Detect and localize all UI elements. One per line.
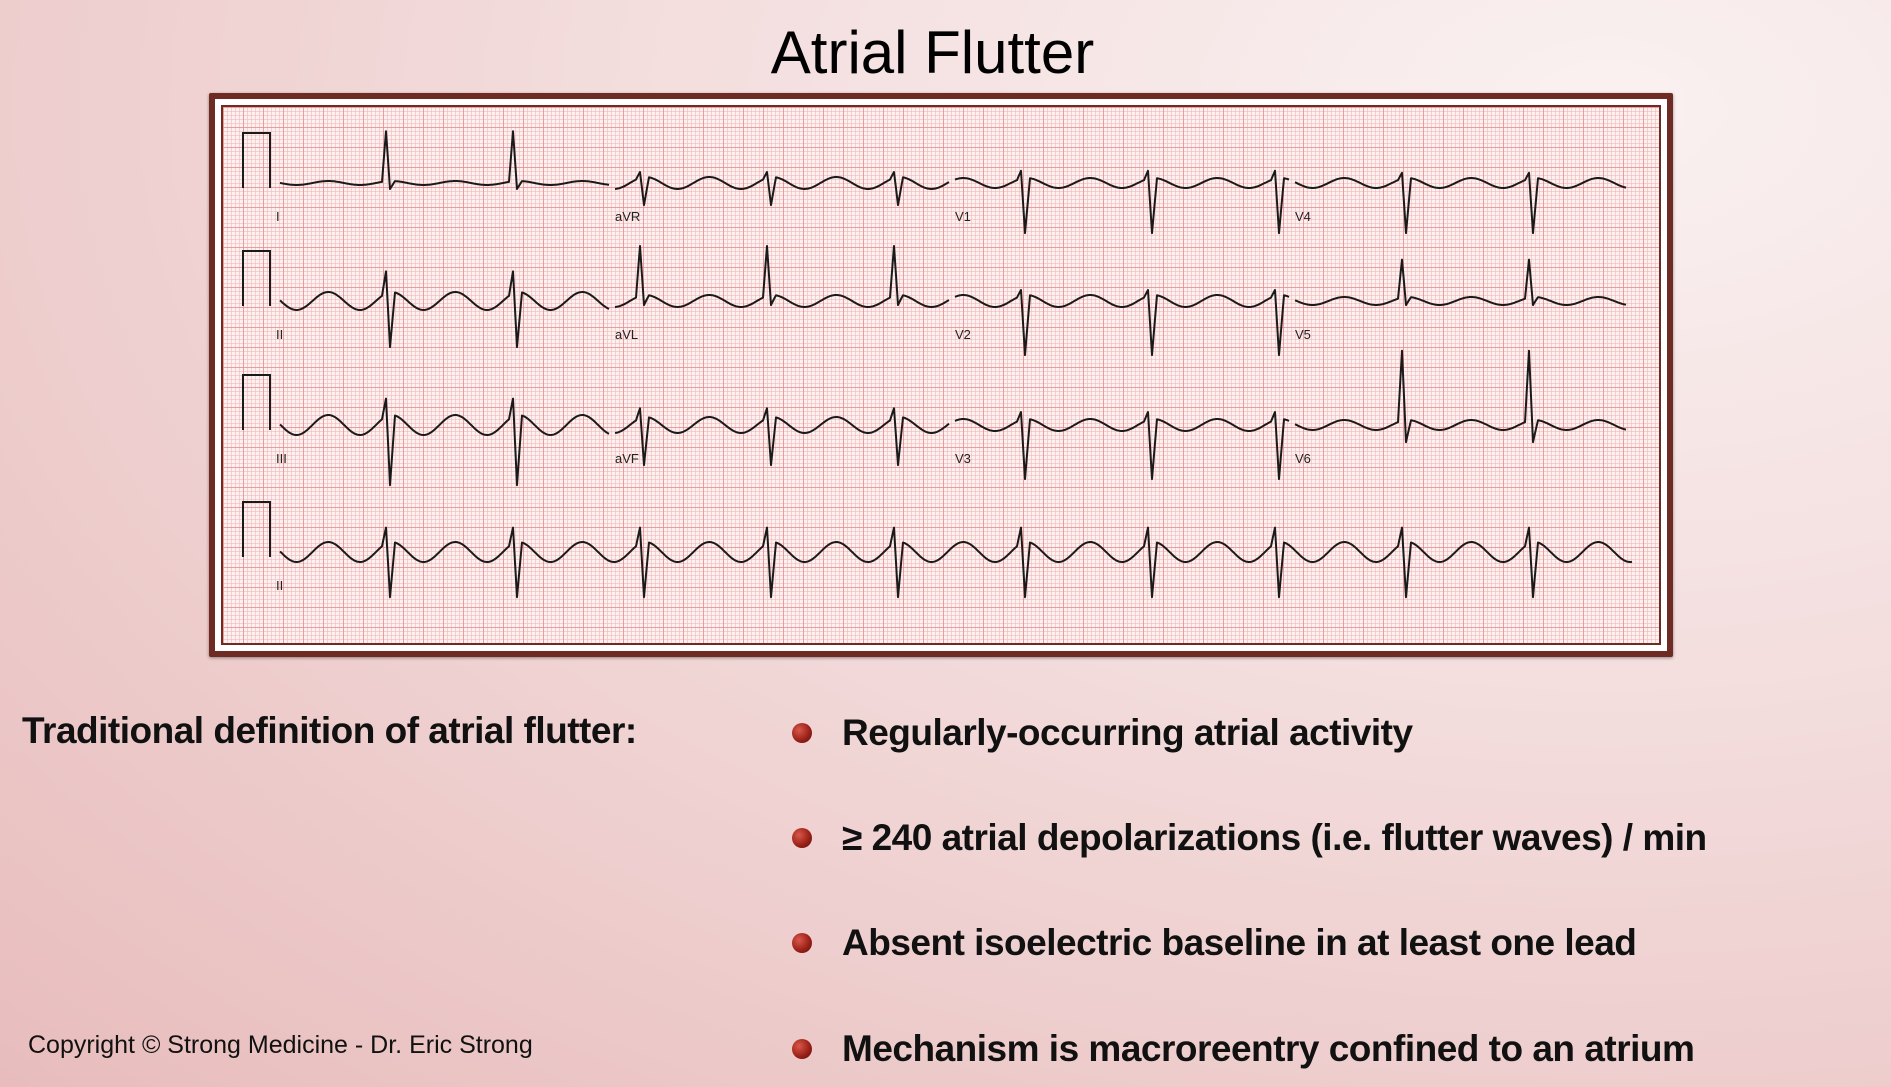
ecg-trace-I bbox=[279, 130, 610, 190]
calibration-pulse bbox=[242, 501, 271, 557]
ecg-trace-V2 bbox=[954, 289, 1290, 357]
calibration-pulse bbox=[242, 374, 271, 430]
lead-label: aVR bbox=[615, 209, 641, 224]
lead-label: V1 bbox=[955, 209, 971, 224]
copyright-text: Copyright © Strong Medicine - Dr. Eric S… bbox=[28, 1031, 533, 1059]
slide-title: Atrial Flutter bbox=[770, 19, 1095, 86]
bullet-item: ≥ 240 atrial depolarizations (i.e. flutt… bbox=[792, 813, 1707, 863]
lead-label: V3 bbox=[955, 451, 971, 466]
bullet-icon bbox=[792, 933, 812, 953]
ecg-frame bbox=[209, 93, 1673, 657]
ecg-trace-aVR bbox=[614, 171, 950, 207]
ecg-trace-III bbox=[279, 397, 610, 487]
definition-heading: Traditional definition of atrial flutter… bbox=[22, 710, 637, 751]
bullet-icon bbox=[792, 723, 812, 743]
lead-label: II bbox=[276, 578, 284, 593]
ecg-trace-aVL bbox=[614, 245, 950, 308]
bullet-icon bbox=[792, 1039, 812, 1059]
lead-label: V2 bbox=[955, 327, 971, 342]
ecg-trace-aVF bbox=[614, 407, 950, 467]
bullet-item: Regularly-occurring atrial activity bbox=[792, 708, 1413, 758]
ecg-trace-V4 bbox=[1294, 171, 1627, 235]
lead-label: I bbox=[276, 209, 280, 224]
ecg-trace-II bbox=[279, 270, 610, 349]
bullet-icon bbox=[792, 828, 812, 848]
lead-label: III bbox=[276, 451, 287, 466]
bullet-item: Absent isoelectric baseline in at least … bbox=[792, 918, 1637, 968]
ecg-trace-II bbox=[279, 526, 1633, 599]
lead-label: aVF bbox=[615, 451, 639, 466]
ecg-trace-V3 bbox=[954, 411, 1290, 481]
bullet-item: Mechanism is macroreentry confined to an… bbox=[792, 1024, 1695, 1074]
calibration-pulse bbox=[242, 132, 271, 188]
lead-label: II bbox=[276, 327, 284, 342]
ecg-trace-V1 bbox=[954, 169, 1290, 235]
ecg-trace-V5 bbox=[1294, 258, 1627, 307]
ecg-trace-V6 bbox=[1294, 349, 1627, 444]
lead-label: aVL bbox=[615, 327, 639, 342]
ecg-grid bbox=[221, 105, 1661, 645]
lead-label: V4 bbox=[1295, 209, 1311, 224]
lead-label: V5 bbox=[1295, 327, 1311, 342]
lead-label: V6 bbox=[1295, 451, 1311, 466]
calibration-pulse bbox=[242, 250, 271, 306]
